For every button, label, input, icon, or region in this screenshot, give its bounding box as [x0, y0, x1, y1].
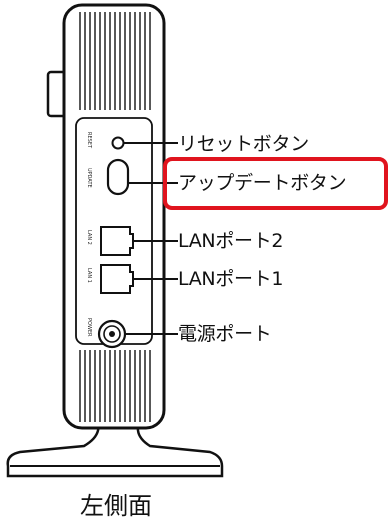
reset-button-hole — [111, 136, 125, 150]
lan2-port — [100, 226, 134, 256]
power-port-label: 電源ポート — [178, 323, 272, 345]
power-port — [97, 319, 127, 349]
power-mark: POWER — [86, 318, 92, 337]
lan2-mark: LAN 2 — [86, 230, 92, 245]
reset-button-label: リセットボタン — [178, 133, 309, 155]
reset-mark: RESET — [86, 132, 92, 149]
router-body — [62, 3, 166, 430]
lan1-port — [100, 264, 134, 294]
view-caption: 左側面 — [80, 492, 152, 520]
update-mark: UPDATE — [86, 168, 92, 188]
callout-lines — [124, 142, 178, 335]
update-button-label: アップデートボタン — [178, 172, 347, 194]
bottom-vents — [79, 350, 151, 422]
lan1-port-label: LANポート1 — [178, 268, 284, 290]
update-highlight-box — [163, 157, 388, 210]
lan2-port-label: LANポート2 — [178, 230, 284, 252]
update-button — [106, 158, 130, 196]
lan1-mark: LAN 1 — [86, 268, 92, 283]
router-stand — [6, 410, 224, 478]
top-vents — [79, 12, 151, 110]
